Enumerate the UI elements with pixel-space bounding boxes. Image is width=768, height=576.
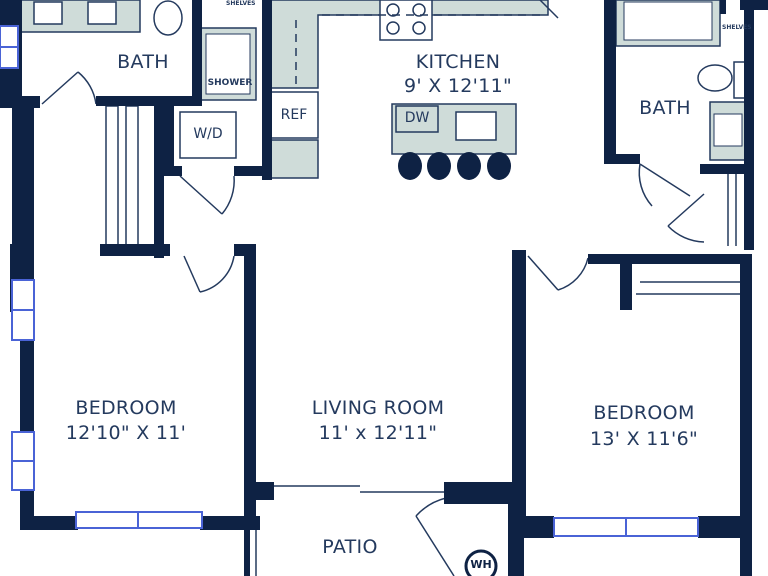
dishwasher — [395, 105, 439, 133]
bedroom-left-label: BEDROOM — [75, 397, 177, 419]
toilet-left-icon — [153, 0, 183, 36]
fixtures — [19, 0, 749, 179]
shelves-right-label: SHELVES — [722, 24, 752, 31]
bedroom-left-dims: 12'10" X 11' — [65, 422, 187, 444]
windows — [0, 25, 699, 537]
stool-icon — [487, 152, 511, 180]
wh-label: WH — [470, 558, 492, 571]
stool-icon — [398, 152, 422, 180]
dw-label: DW — [404, 110, 430, 126]
island-sink-icon — [455, 111, 497, 141]
toilet-right-icon — [697, 64, 733, 92]
kitchen-dims: 9' X 12'11" — [403, 75, 513, 97]
cabinet-dashes — [295, 14, 546, 86]
wd-closet — [179, 111, 237, 159]
shelves-left-label: SHELVES — [226, 0, 256, 7]
bar-stools — [398, 152, 511, 180]
stool-icon — [457, 152, 481, 180]
stool-icon — [427, 152, 451, 180]
bedroom-right-dims: 13' X 11'6" — [589, 428, 699, 450]
wd-label: W/D — [193, 126, 223, 142]
living-room-dims: 11' x 12'11" — [318, 422, 438, 444]
kitchen-label: KITCHEN — [415, 51, 501, 73]
living-room-label: LIVING ROOM — [311, 397, 445, 419]
water-heater-icon — [464, 549, 498, 576]
bath-left-label: BATH — [117, 51, 169, 73]
shower-label: SHOWER — [207, 78, 253, 88]
bedroom-right-label: BEDROOM — [593, 402, 695, 424]
ref-label: REF — [280, 107, 308, 123]
bath-right-label: BATH — [639, 97, 691, 119]
patio-label: PATIO — [322, 536, 378, 558]
